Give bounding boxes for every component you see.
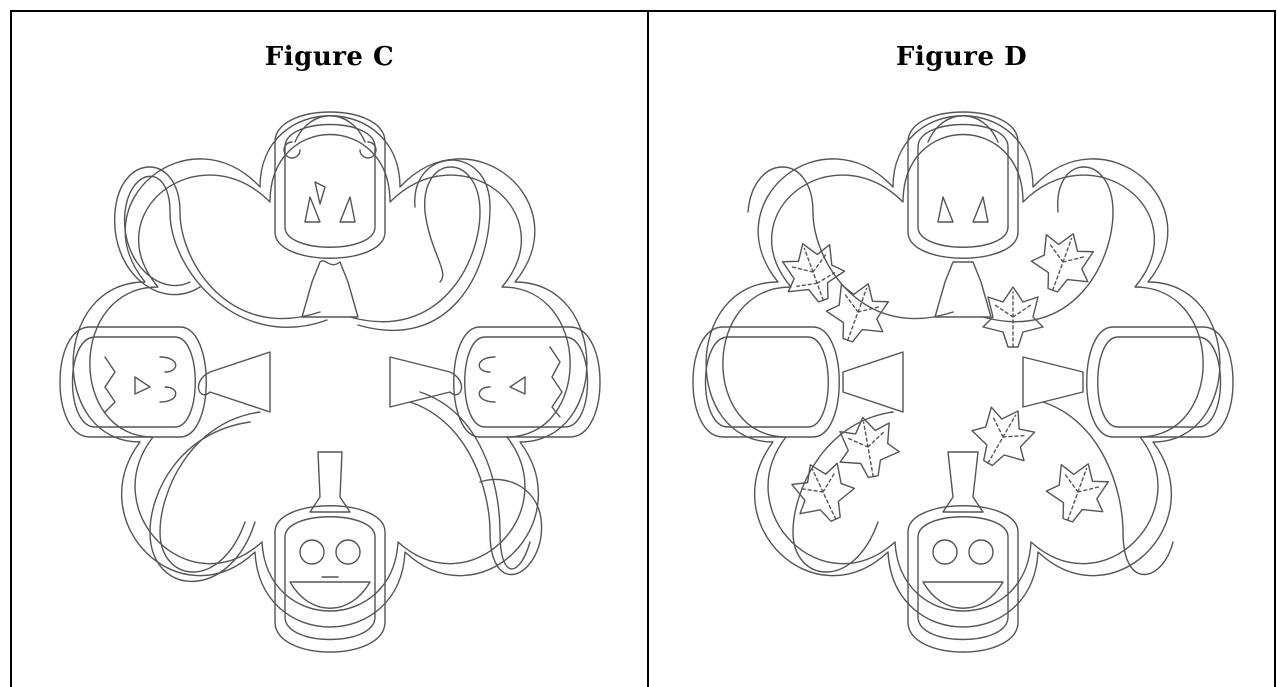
page-frame bbox=[10, 10, 1276, 687]
figure-d-title: Figure D bbox=[895, 42, 1028, 72]
right-pumpkin bbox=[389, 326, 601, 438]
vine-curls bbox=[747, 166, 1174, 576]
top-pumpkin bbox=[274, 111, 386, 318]
outer-flower-outline bbox=[72, 115, 588, 628]
maple-leaf-icon bbox=[781, 233, 1110, 523]
bottom-pumpkin bbox=[274, 451, 386, 653]
left-pumpkin bbox=[692, 326, 904, 438]
figure-d-illustration bbox=[692, 111, 1234, 653]
figure-d-panel: Figure D bbox=[649, 12, 1274, 687]
figure-c-illustration bbox=[59, 111, 601, 653]
figure-c-title: Figure C bbox=[264, 42, 395, 72]
panel-divider bbox=[647, 10, 649, 687]
left-pumpkin bbox=[59, 326, 271, 438]
bottom-stem-with-stitches bbox=[309, 451, 351, 513]
right-pumpkin bbox=[1022, 326, 1234, 438]
outer-flower-outline bbox=[705, 115, 1221, 628]
figure-c-panel: Figure C bbox=[12, 12, 647, 687]
bottom-pumpkin bbox=[907, 451, 1019, 653]
top-pumpkin bbox=[907, 111, 1019, 318]
vine-curls bbox=[114, 159, 543, 583]
